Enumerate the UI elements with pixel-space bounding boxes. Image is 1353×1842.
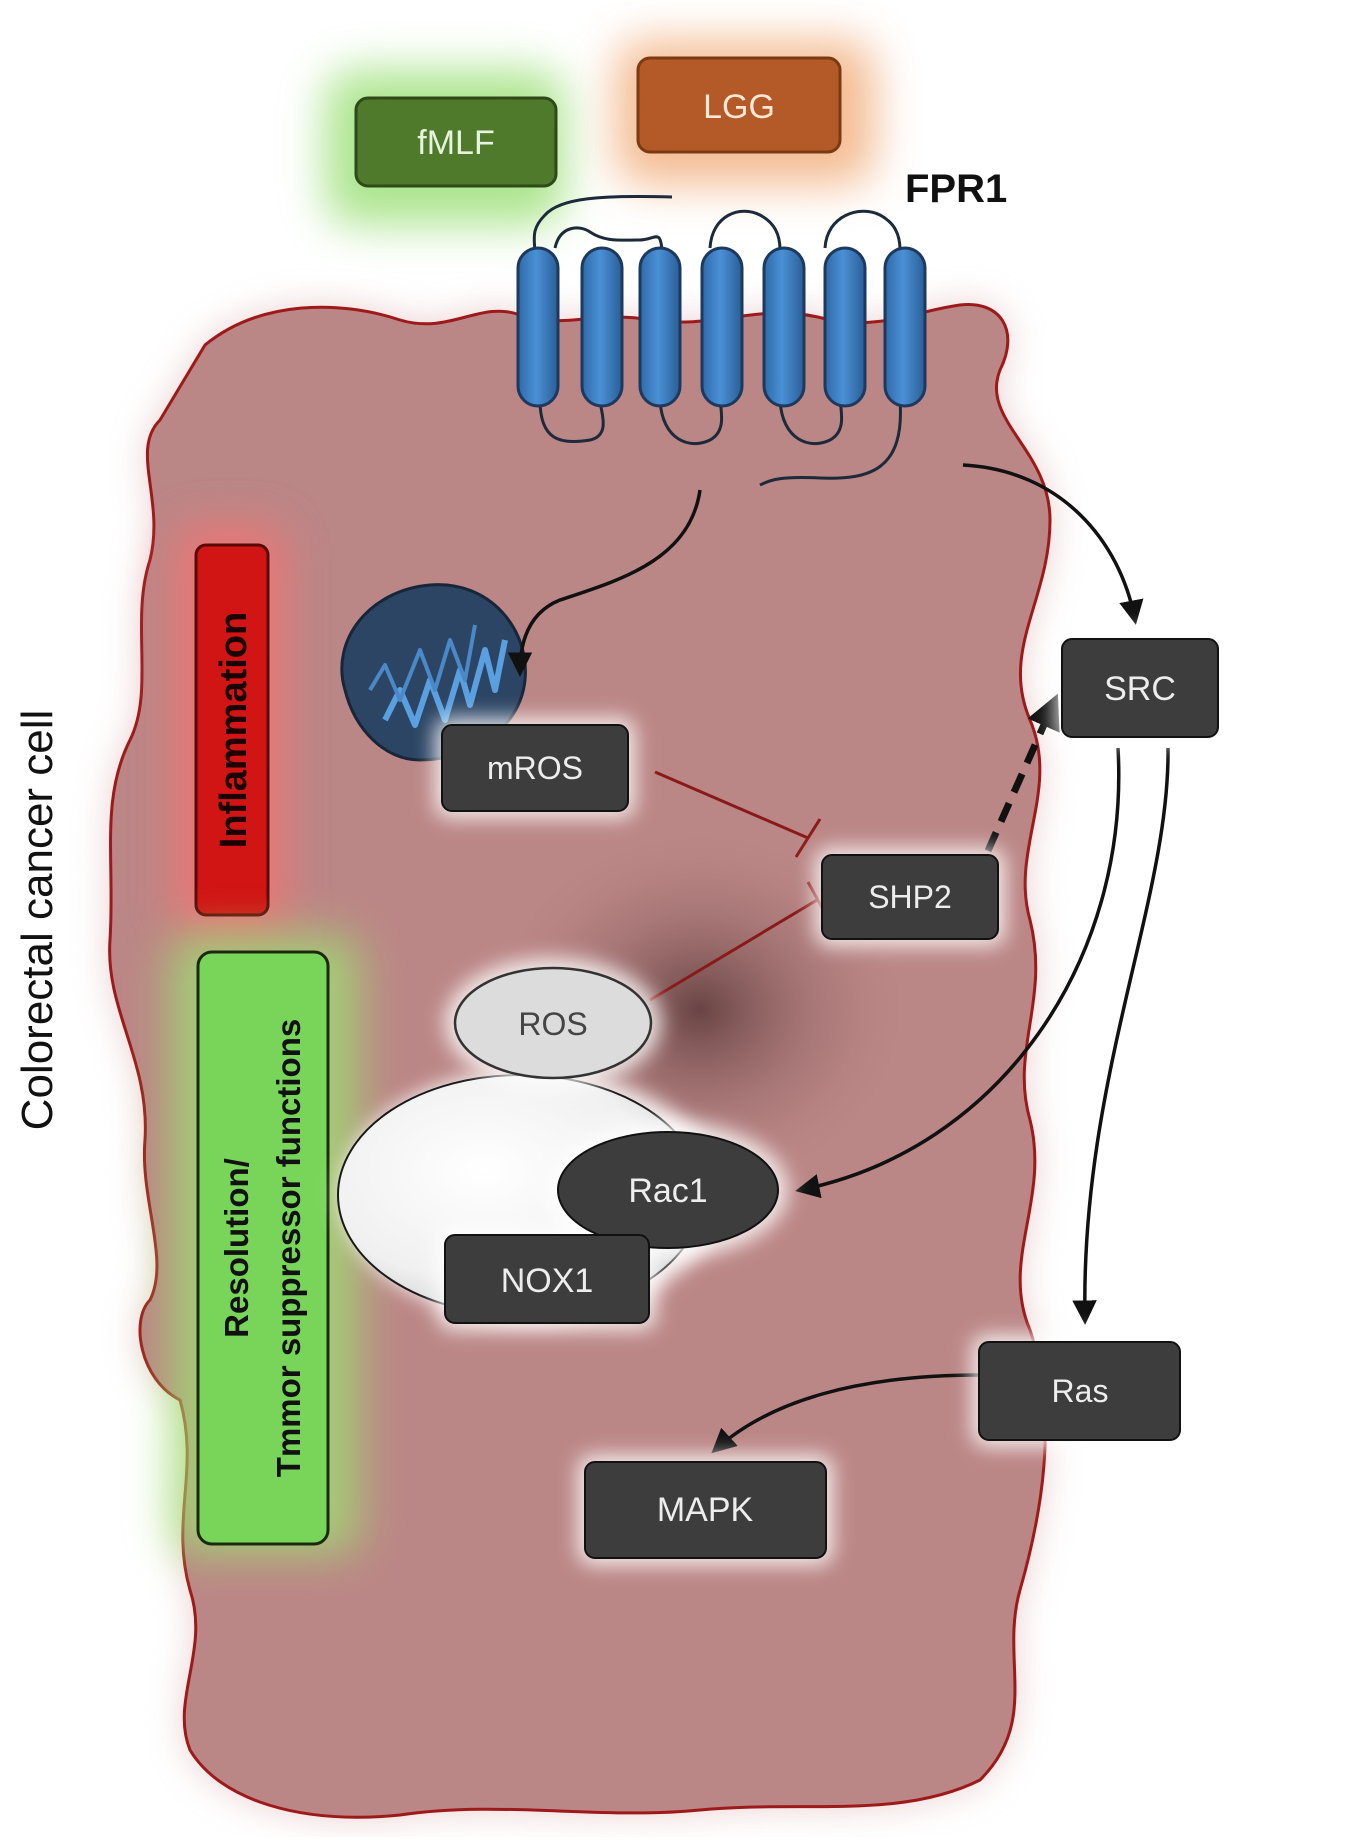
node-ras: Ras: [978, 1341, 1181, 1441]
node-mros-label: mROS: [487, 750, 583, 786]
mitochondrion-icon: [340, 583, 527, 762]
resolution-label-line2: Tmmor suppressor functions: [270, 1019, 307, 1477]
arrow-fpr1-to-src: [962, 463, 1144, 625]
node-rac1-label: Rac1: [628, 1172, 707, 1210]
node-mapk: MAPK: [584, 1461, 827, 1559]
inhibition-mros-shp2: [654, 770, 809, 840]
node-src-label: SRC: [1104, 670, 1176, 708]
node-ros-label: ROS: [518, 1006, 587, 1042]
arrow-src-to-rac1: [795, 747, 1121, 1199]
node-mros: mROS: [441, 724, 629, 812]
inflammation-box: [194, 543, 270, 917]
node-shp2: SHP2: [821, 854, 999, 940]
resolution-label-line1: Resolution/: [218, 1158, 255, 1338]
arrow-fpr1-to-mros: [507, 489, 702, 677]
node-nox1: NOX1: [444, 1234, 650, 1324]
arrow-ras-to-mapk: [711, 1373, 981, 1454]
node-shp2-label: SHP2: [868, 879, 952, 915]
fpr1-helices: [516, 246, 927, 408]
inhibition-ros-shp2: [649, 898, 818, 1002]
node-rac1: Rac1: [557, 1131, 779, 1249]
fpr1-receptor: [532, 194, 902, 487]
lgg-label: LGG: [703, 88, 775, 126]
fmlf-box: [354, 96, 558, 188]
fmlf-label: fMLF: [417, 124, 494, 162]
node-ras-label: Ras: [1052, 1373, 1109, 1409]
node-nox1-label: NOX1: [501, 1262, 594, 1300]
node-ros: ROS: [453, 966, 653, 1080]
lgg-box: [636, 56, 842, 154]
activation-arrows: [507, 463, 1170, 1454]
resolution-box: [196, 950, 330, 1546]
node-mapk-label: MAPK: [657, 1491, 754, 1529]
arrow-src-to-ras: [1072, 747, 1170, 1325]
cell-label: Colorectal cancer cell: [13, 710, 62, 1131]
node-src: SRC: [1061, 638, 1219, 738]
inflammation-label: Inflammation: [213, 612, 255, 848]
receptor-label: FPR1: [905, 167, 1007, 211]
